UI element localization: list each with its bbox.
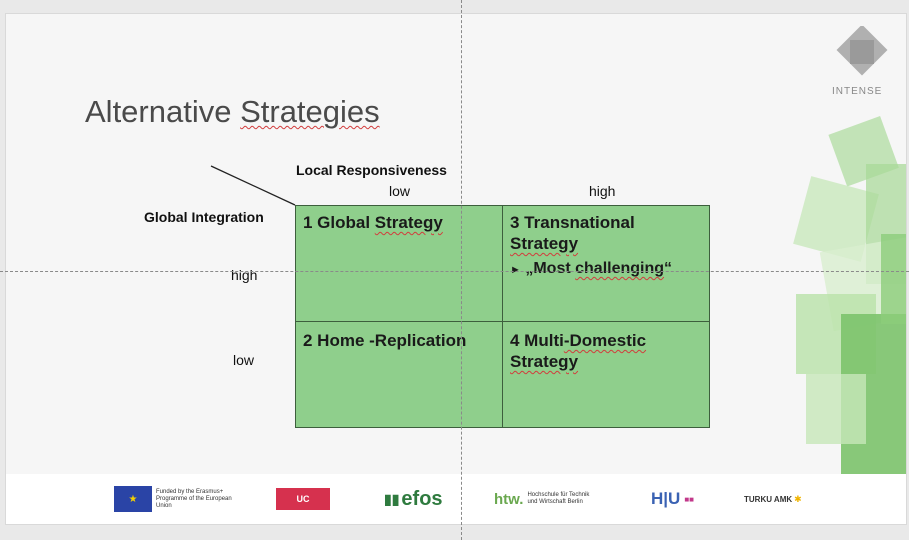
cell-4-line-1b: -Domestic: [563, 331, 647, 350]
cell-4-line-1a: 4 Multi: [510, 331, 564, 350]
hu-text: H|U: [651, 489, 681, 508]
axis-label-global-integration: Global Integration: [144, 209, 264, 225]
cell-1-label: 1 Global: [303, 213, 375, 232]
uc-badge: UC: [276, 488, 330, 510]
cell-home-replication: 2 Home -Replication: [303, 330, 466, 351]
bullet-word-2: challenging: [575, 260, 665, 277]
intense-logo-icon: [836, 26, 888, 76]
cell-3-line-1: 3 Transnational: [510, 213, 635, 232]
eu-flag-icon: ★: [114, 486, 152, 512]
title-part-1: Alternative: [85, 94, 241, 129]
bullet-quote-open: „: [525, 260, 534, 277]
footer-logo-bar: [6, 474, 906, 524]
cell-3-bullet: ► „Most challenging“: [510, 258, 672, 281]
turku-logo: TURKU AMK ✱: [744, 484, 802, 514]
guide-line-vertical: [461, 0, 462, 540]
cell-2-label: 2 Home -Replication: [303, 331, 467, 350]
turku-text: TURKU AMK: [744, 494, 793, 504]
turku-star-icon: ✱: [794, 493, 802, 504]
cell-transnational-strategy: 3 Transnational Strategy ► „Most challen…: [510, 212, 672, 281]
bullet-arrow-icon: ►: [510, 264, 521, 276]
htw-subtext: Hochschule für Technik und Wirtschaft Be…: [527, 492, 590, 505]
slide-canvas: INTENSE Alternative Strategies Local Res…: [6, 14, 906, 524]
matrix-divider-horizontal: [296, 321, 709, 322]
cell-multi-domestic-strategy: 4 Multi-Domestic Strategy: [510, 330, 646, 372]
bullet-quote-close: “: [664, 260, 673, 277]
title-part-2: Strategies: [240, 94, 380, 129]
header-diagonal-line: [210, 165, 296, 206]
guide-line-horizontal: [0, 271, 909, 272]
axis-x-low: low: [389, 183, 411, 199]
efos-bars-icon: ▮▮: [384, 490, 400, 507]
uc-logo: UC: [276, 484, 330, 514]
efos-text: efos: [401, 487, 443, 510]
hu-logo: H|U ■■: [651, 484, 694, 514]
eu-text: Funded by the Erasmus+ Programme of the …: [156, 488, 232, 509]
uc-text: UC: [296, 494, 310, 504]
page-title: Alternative Strategies: [85, 94, 380, 130]
htw-text: htw.: [494, 490, 524, 508]
axis-y-low: low: [233, 352, 255, 368]
eu-logo: ★ Funded by the Erasmus+ Programme of th…: [114, 484, 236, 514]
brand-name: INTENSE: [832, 86, 883, 97]
cell-1-word: Strategy: [374, 213, 443, 232]
axis-x-high: high: [589, 183, 616, 199]
cell-3-line-2: Strategy: [510, 234, 579, 253]
cell-4-line-2: Strategy: [510, 352, 579, 371]
strategy-matrix: 1 Global Strategy 3 Transnational Strate…: [295, 205, 710, 428]
hu-marks-icon: ■■: [684, 494, 694, 504]
axis-label-local-responsiveness: Local Responsiveness: [296, 162, 447, 178]
cell-global-strategy: 1 Global Strategy: [303, 212, 443, 233]
axis-y-high: high: [231, 267, 258, 283]
bullet-word-1: Most: [533, 260, 571, 277]
decorative-squares: [793, 116, 906, 484]
efos-logo: ▮▮ efos: [384, 484, 443, 514]
htw-logo: htw. Hochschule für Technik und Wirtscha…: [494, 484, 597, 514]
matrix-divider-vertical: [502, 206, 503, 427]
